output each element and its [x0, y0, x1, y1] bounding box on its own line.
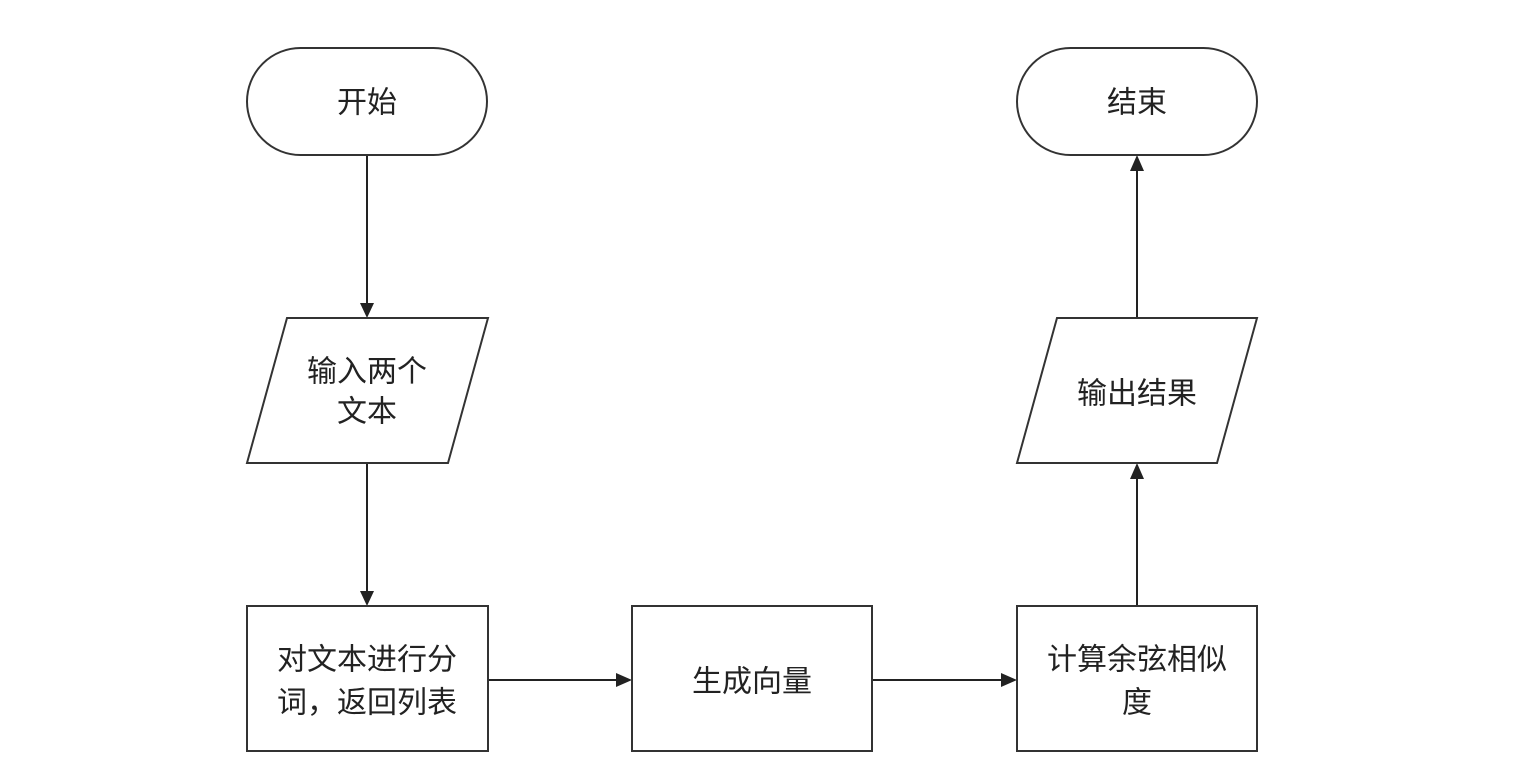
tokenize-process-shape: [246, 605, 489, 752]
cosine-label-line2: 度: [1122, 686, 1152, 721]
input-parallelogram-shape: [245, 317, 490, 464]
arrowhead: [1130, 155, 1144, 171]
output-parallelogram-shape: [1015, 317, 1259, 464]
vectors-process-shape: [631, 605, 873, 752]
arrowhead: [360, 303, 374, 318]
start-label: 开始: [337, 86, 397, 121]
cosine-label-line1: 计算余弦相似: [1047, 643, 1227, 678]
input-label-line1: 输入两个: [307, 355, 427, 390]
output-label: 输出结果: [1077, 377, 1197, 412]
edge-output-to-end: [1130, 155, 1144, 318]
node-generate-vectors: 生成向量: [631, 605, 873, 752]
arrowhead: [1001, 673, 1017, 687]
start-terminator-shape: [246, 47, 488, 156]
edge-input-to-tokenize: [360, 463, 374, 606]
node-output-result: 输出结果: [1015, 317, 1259, 464]
end-label: 结束: [1107, 86, 1167, 121]
node-tokenize: 对文本进行分 词，返回列表: [246, 605, 489, 752]
edge-cosine-to-output: [1130, 463, 1144, 606]
arrowhead: [616, 673, 632, 687]
arrowhead: [1130, 463, 1144, 479]
edge-vectors-to-cosine: [872, 673, 1017, 687]
cosine-process-shape: [1016, 605, 1258, 752]
node-input-texts: 输入两个 文本: [245, 317, 490, 464]
tokenize-label-line1: 对文本进行分: [277, 643, 457, 678]
edge-tokenize-to-vectors: [488, 673, 632, 687]
tokenize-label-line2: 词，返回列表: [277, 686, 457, 721]
input-label-line2: 文本: [337, 395, 397, 430]
node-cosine-similarity: 计算余弦相似 度: [1016, 605, 1258, 752]
vectors-label: 生成向量: [692, 665, 812, 700]
node-end: 结束: [1016, 47, 1258, 156]
node-start: 开始: [246, 47, 488, 156]
edge-start-to-input: [360, 155, 374, 318]
arrowhead: [360, 591, 374, 606]
connectors: [360, 155, 1144, 687]
end-terminator-shape: [1016, 47, 1258, 156]
